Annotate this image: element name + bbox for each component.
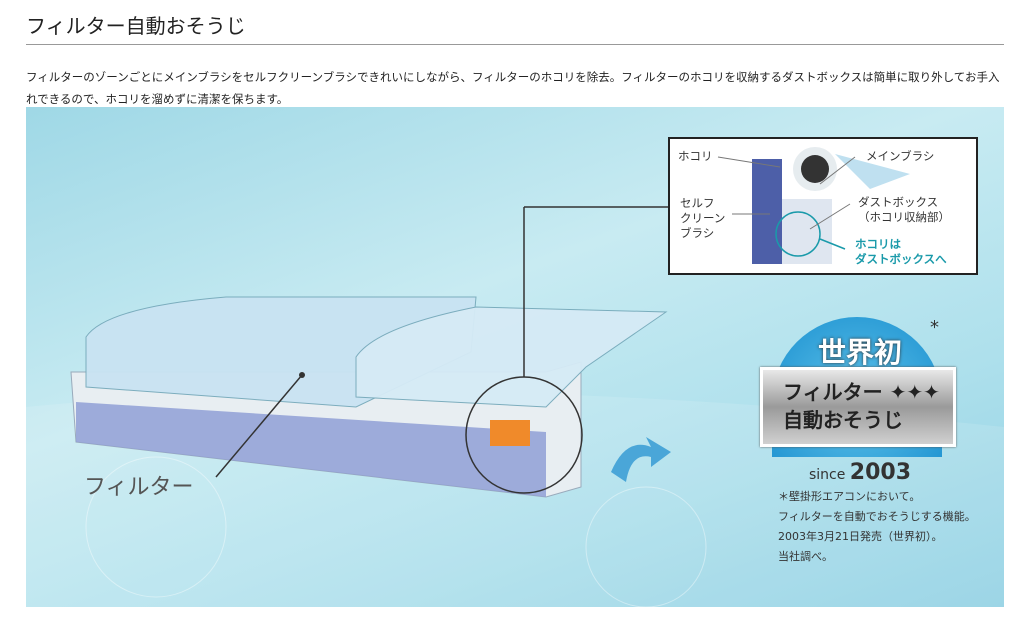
product-illustration: ホコリ メインブラシ セルフ クリーン ブラシ ダストボックス （ホコリ収納部）… [26,107,1004,607]
note: ＊壁掛形エアコンにおいて。 [778,490,921,503]
filter-label: フィルター [84,475,194,500]
label-hokori: ホコリ [678,149,713,163]
air-conditioner-drawing [26,206,1004,607]
since-label: since [808,467,846,483]
world-first-badge: 世界初 * フィルター ✦✦✦ 自動おそうじ [760,317,960,477]
page-title: フィルター自動おそうじ [26,14,246,38]
dust-box-closeup-drawing [717,147,910,264]
plate-line-1: フィルター ✦✦✦ [783,380,940,404]
plate-line-2: 自動おそうじ [783,408,903,432]
label-self-clean-brush: セルフ クリーン ブラシ [680,196,726,240]
year: 2003 [849,460,912,485]
note: 2003年3月21日発売（世界初）。 [778,530,943,543]
note: フィルターを自動でおそうじする機能。 [778,510,976,523]
footnotes: ＊壁掛形エアコンにおいて。 フィルターを自動でおそうじする機能。 2003年3月… [778,487,976,567]
label-dust-to-box: ホコリは ダストボックスへ [855,237,947,266]
note: 当社調べ。 [778,550,833,563]
label-main-brush: メインブラシ [866,149,935,163]
label-dust-box: ダストボックス （ホコリ収納部） [858,195,950,224]
world-first-text: 世界初 [817,336,902,369]
since-year: since 2003 [760,460,960,485]
title-divider [26,44,1004,45]
badge-plate: フィルター ✦✦✦ 自動おそうじ [760,367,956,447]
description: フィルターのゾーンごとにメインブラシをセルフクリーンブラシできれいにしながら、フ… [26,70,1000,106]
dust-box-callout: ホコリ メインブラシ セルフ クリーン ブラシ ダストボックス （ホコリ収納部）… [668,137,978,275]
asterisk: * [930,317,939,338]
